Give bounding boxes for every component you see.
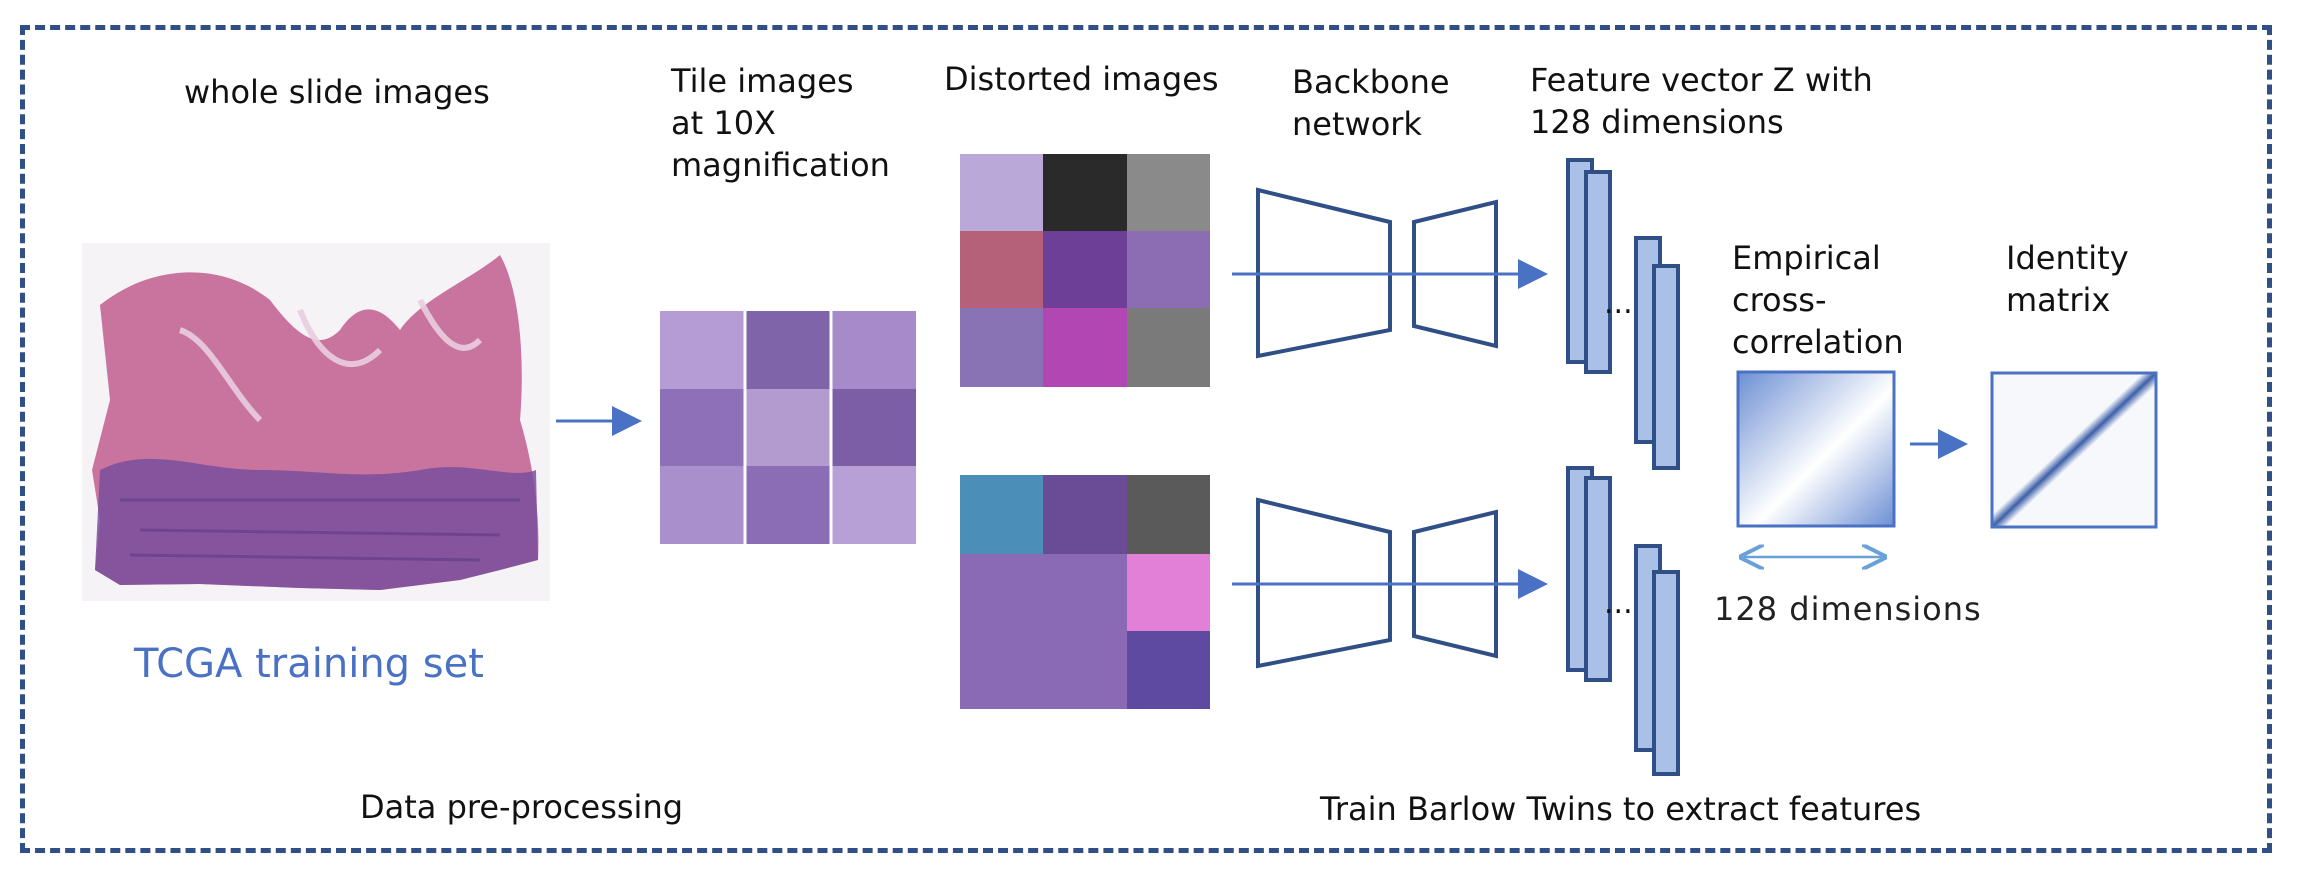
tile-image-grid xyxy=(660,311,916,544)
slide-image xyxy=(82,243,550,601)
ellipsis-top: ... xyxy=(1604,286,1633,321)
tile-images-title: Tile images at 10X magnification xyxy=(671,60,890,186)
dataset-label: TCGA training set xyxy=(134,641,484,687)
backbone-title-line-1: Backbone xyxy=(1292,63,1450,101)
cross-correlation-matrix xyxy=(1736,370,1896,528)
feature-vector-title: Feature vector Z with 128 dimensions xyxy=(1530,59,1873,143)
tile-title-line-1: Tile images xyxy=(671,62,854,100)
feature-vectors-top xyxy=(1566,158,1680,470)
backbone-title-line-2: network xyxy=(1292,105,1422,143)
feature-title-line-1: Feature vector Z with xyxy=(1530,61,1873,99)
crosscorr-title-line-2: cross- xyxy=(1732,281,1827,319)
identity-title-line-2: matrix xyxy=(2006,281,2111,319)
distorted-grid-top xyxy=(960,154,1210,387)
identity-title-line-1: Identity xyxy=(2006,239,2129,277)
crosscorr-title-line-1: Empirical xyxy=(1732,239,1881,277)
ellipsis-bottom: ... xyxy=(1604,586,1633,621)
crosscorr-title-line-3: correlation xyxy=(1732,323,1904,361)
distorted-grid-bottom xyxy=(960,475,1210,709)
cross-correlation-title: Empirical cross- correlation xyxy=(1732,237,1904,363)
tile-title-line-3: magnification xyxy=(671,146,890,184)
preprocessing-section-label: Data pre-processing xyxy=(360,788,684,826)
dimension-label: 128 dimensions xyxy=(1714,590,1982,628)
identity-matrix-title: Identity matrix xyxy=(2006,237,2129,321)
backbone-network-title: Backbone network xyxy=(1292,61,1450,145)
feature-vectors-bottom xyxy=(1566,466,1680,776)
training-section-label: Train Barlow Twins to extract features xyxy=(1320,790,1922,828)
tile-title-line-2: at 10X xyxy=(671,104,776,142)
whole-slide-images-title: whole slide images xyxy=(184,73,490,111)
dashed-frame xyxy=(20,25,2272,853)
feature-title-line-2: 128 dimensions xyxy=(1530,103,1784,141)
identity-matrix xyxy=(1990,371,2158,529)
distorted-images-title: Distorted images xyxy=(944,60,1219,98)
